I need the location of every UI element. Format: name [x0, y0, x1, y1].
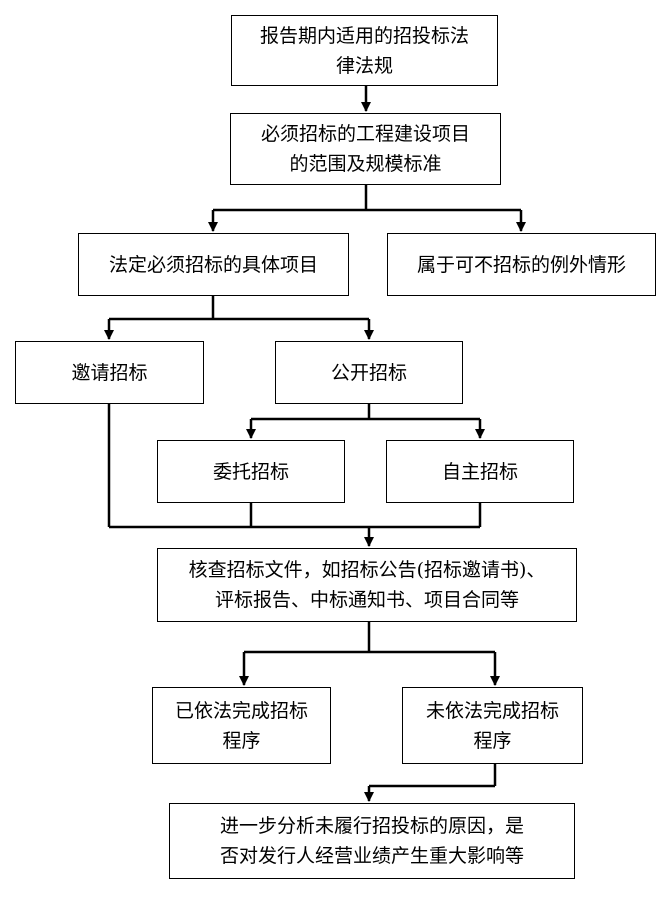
node-text-line: 未依法完成招标 — [425, 699, 559, 722]
node-text-line: 公开招标 — [330, 361, 407, 384]
node-scope-and-scale-standards: 必须招标的工程建设项目的范围及规模标准 — [230, 113, 501, 185]
node-self-tender: 自主招标 — [386, 440, 574, 503]
node-text-line: 律法规 — [335, 54, 393, 77]
node-text-line: 评标报告、中标通知书、项目合同等 — [214, 589, 519, 611]
node-text-line: 属于可不招标的例外情形 — [416, 253, 626, 276]
node-text-line: 核查招标文件，如招标公告(招标邀请书)、 — [188, 559, 546, 581]
node-text-line: 法定必须招标的具体项目 — [108, 253, 318, 276]
node-text-line: 邀请招标 — [71, 361, 148, 384]
node-text-line: 必须招标的工程建设项目 — [260, 123, 470, 145]
node-text-line: 报告期内适用的招投标法 — [259, 24, 469, 47]
node-applicable-laws: 报告期内适用的招投标法律法规 — [231, 15, 498, 86]
node-text-line: 程序 — [222, 729, 261, 752]
node-verify-tender-documents: 核查招标文件，如招标公告(招标邀请书)、评标报告、中标通知书、项目合同等 — [157, 548, 577, 622]
node-not-completed-legally: 未依法完成招标程序 — [402, 687, 583, 764]
node-mandatory-tender-projects: 法定必须招标的具体项目 — [78, 233, 349, 296]
node-invited-tender: 邀请招标 — [15, 341, 204, 404]
node-public-tender: 公开招标 — [275, 341, 463, 404]
node-text-line: 进一步分析未履行招投标的原因，是 — [219, 815, 524, 837]
node-further-analysis: 进一步分析未履行招投标的原因，是否对发行人经营业绩产生重大影响等 — [169, 803, 575, 879]
node-text-line: 自主招标 — [441, 460, 518, 483]
node-text-line: 程序 — [473, 729, 512, 752]
node-text-line: 委托招标 — [212, 460, 289, 483]
node-entrusted-tender: 委托招标 — [157, 440, 345, 503]
node-exception-cases: 属于可不招标的例外情形 — [387, 233, 656, 296]
node-text-line: 否对发行人经营业绩产生重大影响等 — [219, 845, 524, 867]
node-completed-legally: 已依法完成招标程序 — [152, 687, 331, 764]
node-text-line: 的范围及规模标准 — [289, 153, 442, 175]
node-text-line: 已依法完成招标 — [174, 699, 308, 722]
